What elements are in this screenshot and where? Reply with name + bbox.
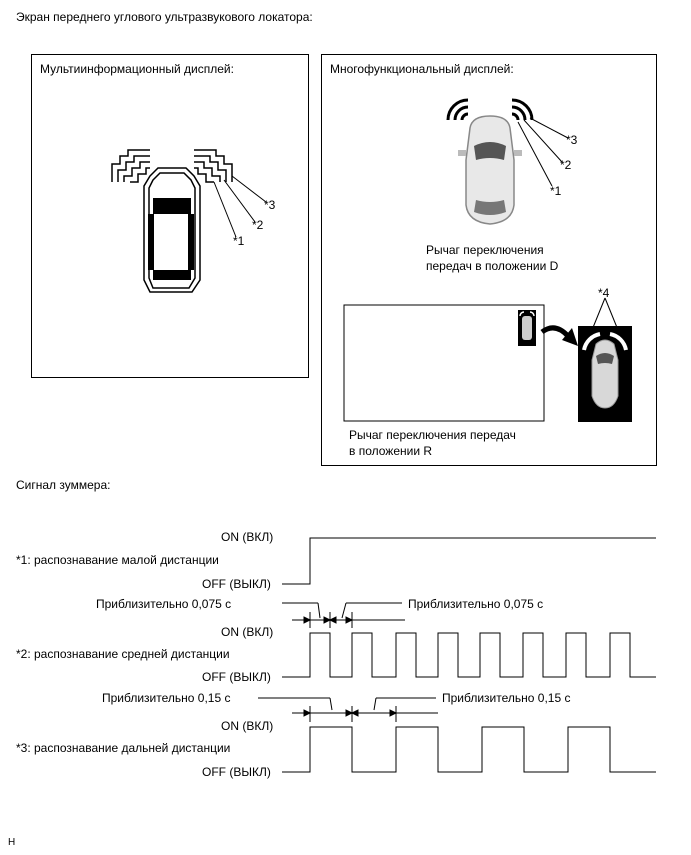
multi-info-car-windows: [148, 198, 194, 280]
caption-gear-d-line2: передач в положении D: [426, 259, 559, 273]
approx-long-left: Приблизительно 0,15 с: [102, 691, 231, 705]
buzzer-waveforms: [282, 537, 656, 773]
row2-off-label: OFF (ВЫКЛ): [202, 670, 271, 684]
multi-info-display-title: Мультиинформационный дисплей:: [40, 62, 234, 76]
marker-2-left: *2: [252, 218, 264, 232]
multifunction-leader-lines: [517, 117, 569, 187]
multi-info-display-panel: [31, 54, 309, 378]
row1-label: *1: распознавание малой дистанции: [16, 553, 219, 567]
multi-info-leader-lines: [213, 175, 267, 238]
caption-gear-r-line1: Рычаг переключения передач: [349, 428, 516, 442]
buzzer-title: Сигнал зуммера:: [16, 478, 111, 492]
multi-info-left-sensor-arcs: [111, 149, 150, 183]
row1-off-label: OFF (ВЫКЛ): [202, 577, 271, 591]
rear-camera-screen: [343, 304, 545, 422]
multifunction-car-icon: [458, 115, 522, 225]
caption-gear-d-line1: Рычаг переключения: [426, 243, 544, 257]
dimension-lines-short: [282, 602, 405, 628]
marker-2-right: *2: [560, 158, 572, 172]
row2-on-label: ON (ВКЛ): [221, 625, 274, 639]
marker-3-left: *3: [264, 198, 276, 212]
dimension-lines-long: [258, 697, 438, 722]
marker-1-right: *1: [550, 184, 562, 198]
marker4-leader-lines: [591, 297, 619, 331]
zoom-arrow: [540, 325, 578, 346]
footer-code: H: [8, 837, 16, 848]
row2-label: *2: распознавание средней дистанции: [16, 647, 230, 661]
approx-short-right: Приблизительно 0,075 с: [408, 597, 544, 611]
caption-gear-r-line2: в положении R: [349, 444, 433, 458]
marker-4: *4: [598, 286, 610, 300]
marker-3-right: *3: [566, 133, 578, 147]
small-car-thumbnail: [518, 310, 536, 346]
multifunction-display-title: Многофункциональный дисплей:: [330, 62, 514, 76]
multi-info-right-sensor-arcs: [194, 149, 233, 183]
multifunction-sensor-arcs: [446, 98, 534, 121]
row3-label: *3: распознавание дальней дистанции: [16, 741, 231, 755]
marker-1-left: *1: [233, 234, 245, 248]
row3-off-label: OFF (ВЫКЛ): [202, 765, 271, 779]
approx-long-right: Приблизительно 0,15 с: [442, 691, 571, 705]
row3-on-label: ON (ВКЛ): [221, 719, 274, 733]
label-leaders: [282, 583, 310, 773]
page-title: Экран переднего углового ультразвукового…: [16, 10, 313, 24]
approx-short-left: Приблизительно 0,075 с: [96, 597, 232, 611]
enlarged-car-display: [578, 326, 632, 422]
row1-on-label: ON (ВКЛ): [221, 530, 274, 544]
